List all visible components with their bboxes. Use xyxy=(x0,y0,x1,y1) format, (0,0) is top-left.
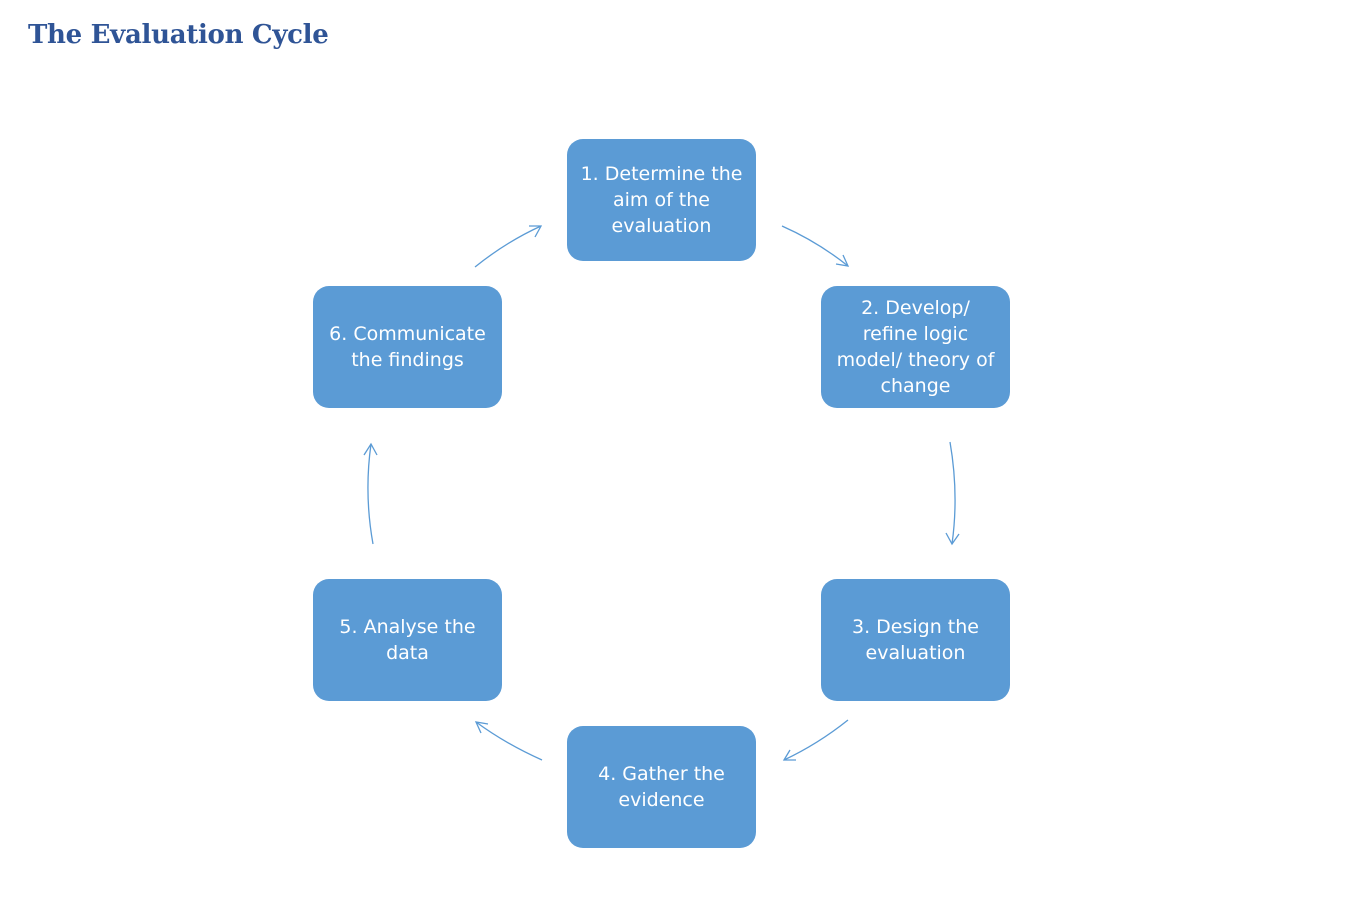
arrow-3-to-4 xyxy=(783,719,849,761)
arrow-3-to-4-head xyxy=(782,749,796,761)
cycle-step-4: 4. Gather the evidence xyxy=(567,726,756,848)
cycle-step-6: 6. Communicate the findings xyxy=(313,286,502,408)
cycle-step-label: 6. Communicate the findings xyxy=(329,323,486,371)
page-title: The Evaluation Cycle xyxy=(28,20,329,50)
cycle-step-label: 5. Analyse the data xyxy=(339,616,476,664)
arrow-1-to-2-head xyxy=(835,254,850,267)
arrow-2-to-3-head xyxy=(945,532,960,546)
cycle-step-label: 2. Develop/ refine logic model/ theory o… xyxy=(836,297,995,397)
arrow-5-to-6 xyxy=(367,443,374,545)
cycle-step-3: 3. Design the evaluation xyxy=(821,579,1010,701)
arrow-5-to-6-head xyxy=(363,442,378,456)
cycle-step-2: 2. Develop/ refine logic model/ theory o… xyxy=(821,286,1010,408)
cycle-step-1: 1. Determine the aim of the evaluation xyxy=(567,139,756,261)
cycle-step-5: 5. Analyse the data xyxy=(313,579,502,701)
arrow-2-to-3 xyxy=(949,441,956,545)
cycle-step-label: 4. Gather the evidence xyxy=(598,763,725,811)
arrow-6-to-1-head xyxy=(529,225,543,238)
cycle-step-label: 1. Determine the aim of the evaluation xyxy=(580,163,743,237)
cycle-step-label: 3. Design the evaluation xyxy=(852,616,979,664)
arrow-6-to-1 xyxy=(474,225,542,268)
arrow-4-to-5-head xyxy=(474,721,489,734)
arrow-1-to-2 xyxy=(781,225,849,267)
arrow-4-to-5 xyxy=(475,721,543,761)
